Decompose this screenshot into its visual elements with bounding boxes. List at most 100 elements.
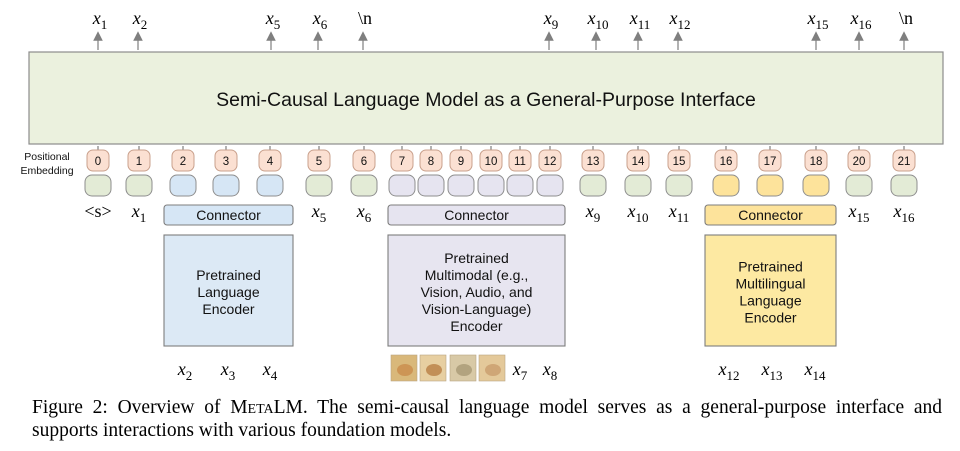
encoder-label-line: Encoder	[202, 301, 254, 317]
encoder-label-line: Multilingual	[735, 276, 805, 292]
positional-embedding-label-line2: Embedding	[20, 165, 73, 177]
position-embedding	[847, 149, 871, 172]
token-embedding	[756, 174, 784, 197]
output-token-label: x15	[807, 8, 829, 32]
token-label: x1	[131, 201, 147, 225]
connector-label: Connector	[444, 207, 509, 223]
positional-embedding-label-line1: Positional	[24, 151, 70, 163]
token-embedding	[212, 174, 240, 197]
token-embedding	[845, 174, 873, 197]
position-index: 2	[180, 156, 186, 168]
token-label: x5	[311, 201, 327, 225]
connector-box	[387, 204, 566, 226]
position-index: 8	[428, 156, 434, 168]
position-embedding	[352, 149, 376, 172]
position-embedding	[307, 149, 331, 172]
token-label: x11	[668, 201, 690, 225]
token-embedding	[890, 174, 918, 197]
token-label: x9	[585, 201, 601, 225]
position-embedding	[171, 149, 195, 172]
token-embedding	[712, 174, 740, 197]
position-index: 12	[544, 156, 557, 168]
encoder-label-line: Language	[739, 293, 802, 309]
encoder-input-label: x8	[542, 359, 558, 383]
position-index: 18	[810, 156, 823, 168]
position-index: 5	[316, 156, 322, 168]
token-embedding	[84, 174, 112, 197]
position-embedding	[479, 149, 503, 172]
position-index: 3	[223, 156, 229, 168]
token-embedding	[536, 174, 564, 197]
connector-box	[163, 204, 294, 226]
caption-model-name: MetaLM	[230, 397, 303, 418]
position-index: 13	[587, 156, 600, 168]
image-thumbnail-subject	[485, 364, 501, 376]
position-embedding	[804, 149, 828, 172]
position-embedding	[127, 149, 151, 172]
position-embedding	[626, 149, 650, 172]
image-thumbnail-subject	[426, 364, 442, 376]
output-token-label: x1	[92, 8, 108, 32]
encoder-label-line: Encoder	[450, 318, 502, 334]
semi-causal-lm-label: Semi-Causal Language Model as a General-…	[216, 89, 756, 111]
encoder-label-line: Pretrained	[738, 259, 803, 275]
caption-prefix: Figure 2: Overview of	[32, 397, 231, 418]
image-thumbnail-subject	[397, 364, 413, 376]
token-embedding	[125, 174, 153, 197]
output-token-label: x10	[587, 8, 609, 32]
token-embedding	[579, 174, 607, 197]
position-embedding	[892, 149, 916, 172]
token-label: <s>	[84, 201, 111, 221]
position-index: 1	[136, 156, 142, 168]
token-embedding	[477, 174, 505, 197]
position-index: 7	[399, 156, 405, 168]
token-embedding	[417, 174, 445, 197]
output-token-label: x12	[669, 8, 691, 32]
image-thumbnail-subject	[456, 364, 472, 376]
position-embedding	[508, 149, 532, 172]
position-embedding	[86, 149, 110, 172]
token-embedding	[665, 174, 693, 197]
encoder-box	[387, 234, 566, 347]
output-token-label: x11	[629, 8, 651, 32]
token-embedding	[350, 174, 378, 197]
token-embedding	[388, 174, 416, 197]
token-embedding	[169, 174, 197, 197]
encoder-input-label: x14	[804, 359, 827, 383]
encoder-label-line: Multimodal (e.g.,	[425, 267, 528, 283]
encoder-label-line: Encoder	[744, 310, 796, 326]
encoder-label-line: Language	[197, 284, 260, 300]
output-token-label: \n	[358, 8, 372, 28]
position-index: 21	[898, 156, 911, 168]
encoder-input-label: x4	[262, 359, 278, 383]
position-index: 16	[720, 156, 733, 168]
encoder-label-line: Vision, Audio, and	[421, 284, 533, 300]
encoder-input-label: x7	[512, 359, 528, 383]
token-embedding	[256, 174, 284, 197]
encoder-label-line: Pretrained	[196, 267, 261, 283]
connector-label: Connector	[738, 207, 803, 223]
position-embedding	[714, 149, 738, 172]
output-token-label: x2	[132, 8, 148, 32]
position-index: 9	[458, 156, 464, 168]
encoder-box	[163, 234, 294, 347]
encoder-input-label: x3	[220, 359, 236, 383]
figure-caption: Figure 2: Overview of MetaLM. The semi-c…	[32, 396, 942, 442]
position-embedding	[390, 149, 414, 172]
semi-causal-lm-box	[28, 51, 944, 145]
token-embedding	[506, 174, 534, 197]
encoder-label-line: Pretrained	[444, 250, 509, 266]
encoder-label-line: Vision-Language)	[422, 301, 532, 317]
position-index: 6	[361, 156, 367, 168]
position-index: 0	[95, 156, 101, 168]
position-index: 20	[853, 156, 866, 168]
output-token-label: \n	[899, 8, 913, 28]
position-index: 15	[673, 156, 686, 168]
token-label: x15	[848, 201, 870, 225]
position-embedding	[538, 149, 562, 172]
